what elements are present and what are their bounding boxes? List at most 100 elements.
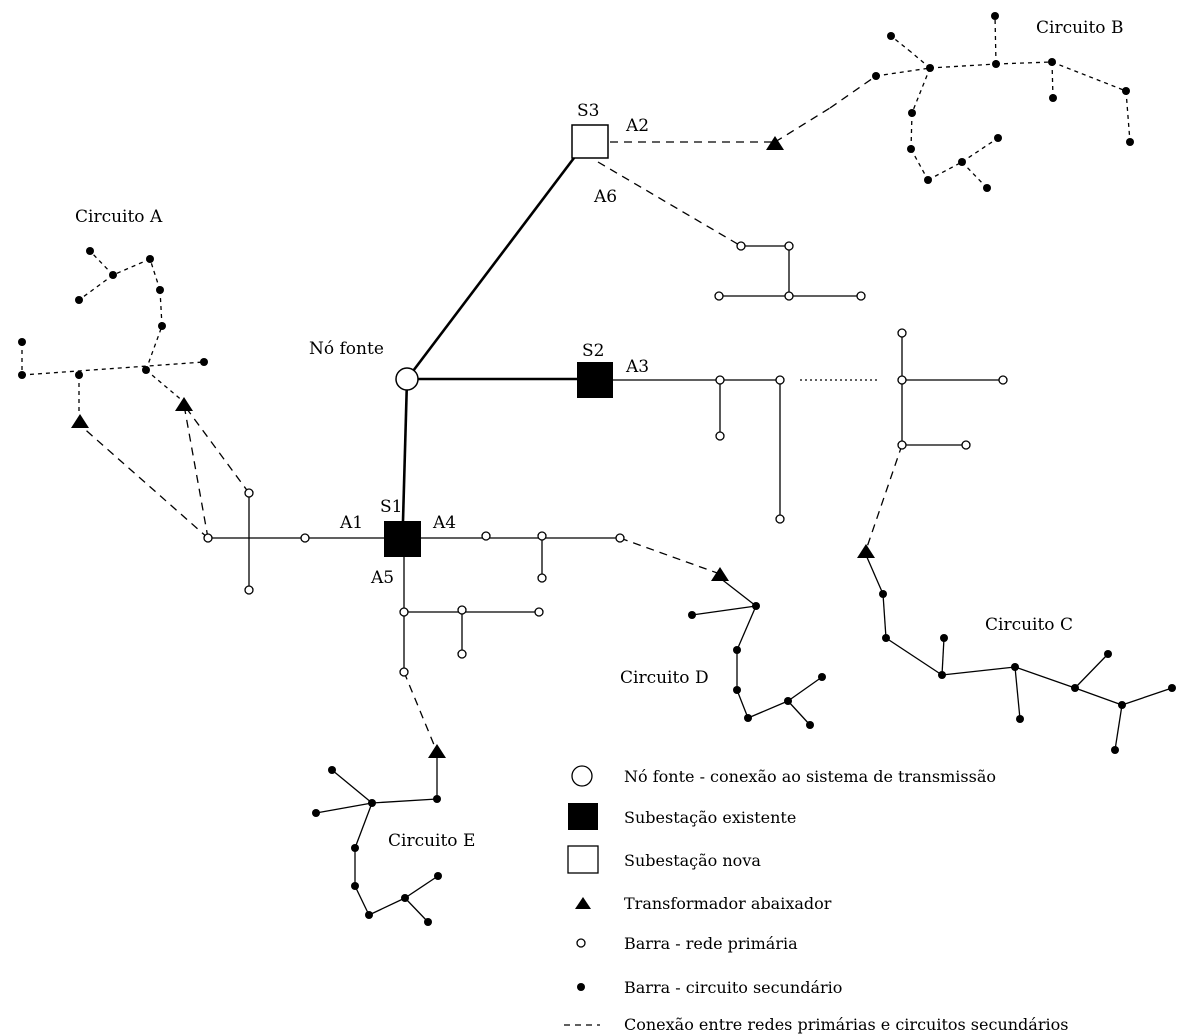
primary-bus <box>203 533 213 543</box>
legend-primary-bus-icon <box>576 938 586 948</box>
secondary-bus <box>365 911 373 919</box>
primary-buses <box>203 241 1008 677</box>
primary-bus <box>856 291 866 301</box>
legend-dashed-connection-text: Conexão entre redes primárias e circuito… <box>624 1015 1068 1034</box>
secondary-bus <box>1071 684 1079 692</box>
primary-bus <box>481 531 491 541</box>
circuit-b-lines <box>875 15 1131 189</box>
secondary-bus <box>86 247 94 255</box>
legend-secondary-bus-icon <box>577 983 585 991</box>
secondary-bus <box>158 322 166 330</box>
diagram-labels: Circuito A Circuito B Circuito C Circuit… <box>75 18 1123 851</box>
line-source-s3 <box>405 149 582 380</box>
primary-bus <box>399 607 409 617</box>
secondary-bus <box>879 590 887 598</box>
legend-transformer-text: Transformador abaixador <box>624 894 832 913</box>
secondary-bus <box>907 145 915 153</box>
primary-bus <box>897 328 907 338</box>
primary-bus <box>897 440 907 450</box>
legend-source-node-text: Nó fonte - conexão ao sistema de transmi… <box>624 767 996 786</box>
primary-bus <box>775 375 785 385</box>
secondary-bus <box>1011 663 1019 671</box>
legend-transformer-icon <box>575 897 591 909</box>
label-circuito-e: Circuito E <box>388 831 475 851</box>
primary-bus <box>784 241 794 251</box>
transformer <box>428 744 446 758</box>
secondary-bus <box>926 64 934 72</box>
primary-bus <box>244 585 254 595</box>
primary-bus <box>715 375 725 385</box>
primary-bus <box>537 573 547 583</box>
secondary-bus <box>142 366 150 374</box>
secondary-bus <box>1122 87 1130 95</box>
secondary-bus <box>146 255 154 263</box>
substation-s2 <box>577 362 613 398</box>
secondary-buses <box>18 12 1176 926</box>
label-circuito-b: Circuito B <box>1036 18 1123 38</box>
secondary-bus <box>75 296 83 304</box>
primary-bus <box>457 605 467 615</box>
secondary-bus <box>1048 58 1056 66</box>
secondary-bus <box>1126 138 1134 146</box>
label-a5: A5 <box>370 568 394 588</box>
secondary-bus <box>908 109 916 117</box>
secondary-bus <box>992 60 1000 68</box>
label-s2: S2 <box>582 341 604 361</box>
secondary-bus <box>156 286 164 294</box>
secondary-bus <box>688 611 696 619</box>
secondary-bus <box>109 271 117 279</box>
secondary-bus <box>1104 650 1112 658</box>
secondary-bus <box>434 872 442 880</box>
transformer <box>71 414 89 428</box>
secondary-bus <box>1049 94 1057 102</box>
secondary-bus <box>18 338 26 346</box>
primary-bus <box>399 667 409 677</box>
primary-bus <box>457 649 467 659</box>
substation-s1 <box>384 521 421 557</box>
secondary-bus <box>752 602 760 610</box>
primary-bus <box>897 375 907 385</box>
substation-s3 <box>571 124 609 159</box>
secondary-bus <box>351 882 359 890</box>
secondary-bus <box>924 176 932 184</box>
secondary-bus <box>424 918 432 926</box>
secondary-bus <box>958 158 966 166</box>
primary-bus <box>615 533 625 543</box>
secondary-bus <box>200 358 208 366</box>
secondary-bus <box>994 134 1002 142</box>
label-a3: A3 <box>625 357 649 377</box>
secondary-bus <box>1111 746 1119 754</box>
legend-source-node-icon <box>571 765 593 787</box>
primary-bus <box>537 531 547 541</box>
legend-new-substation-icon <box>567 845 599 874</box>
secondary-bus <box>1016 715 1024 723</box>
primary-bus <box>775 514 785 524</box>
secondary-bus <box>1168 684 1176 692</box>
secondary-bus <box>312 809 320 817</box>
secondary-bus <box>368 799 376 807</box>
secondary-bus <box>818 673 826 681</box>
secondary-bus <box>991 12 999 20</box>
secondary-bus <box>744 714 752 722</box>
label-a1: A1 <box>339 513 363 533</box>
secondary-bus <box>733 686 741 694</box>
secondary-bus <box>328 766 336 774</box>
primary-bus <box>736 241 746 251</box>
legend-secondary-bus-text: Barra - circuito secundário <box>624 978 842 997</box>
transformer <box>175 397 193 411</box>
label-a4: A4 <box>432 513 456 533</box>
primary-bus <box>715 431 725 441</box>
legend-existing-substation-text: Subestação existente <box>624 808 796 827</box>
circuit-d-lines <box>691 577 823 726</box>
secondary-bus <box>733 646 741 654</box>
secondary-bus <box>1118 701 1126 709</box>
transformer <box>766 136 784 150</box>
secondary-bus <box>433 795 441 803</box>
label-circuito-a: Circuito A <box>75 207 163 227</box>
secondary-bus <box>75 371 83 379</box>
primary-bus <box>998 375 1008 385</box>
secondary-bus <box>872 72 880 80</box>
line-source-s1 <box>401 378 409 522</box>
label-s3: S3 <box>577 101 599 121</box>
